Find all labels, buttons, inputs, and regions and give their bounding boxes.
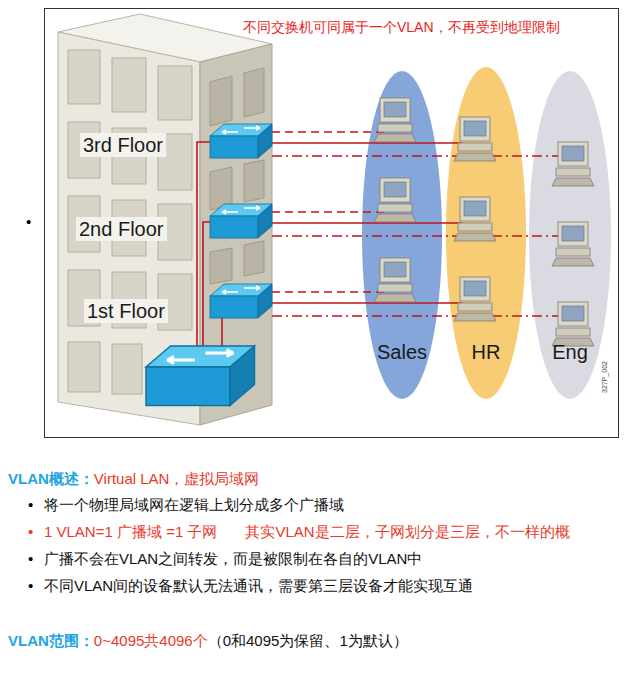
window: [244, 68, 264, 117]
switch-icon: [210, 284, 272, 318]
list-item: 广播不会在VLAN之间转发，而是被限制在各自的VLAN中: [44, 550, 422, 568]
list-item: 将一个物理局域网在逻辑上划分成多个广播域: [44, 496, 344, 514]
floor-label: 2nd Floor: [76, 217, 167, 241]
computer-icon: [552, 302, 594, 346]
hr-link: [272, 302, 462, 304]
group-name: Eng: [552, 340, 588, 364]
bullet: •: [26, 213, 31, 231]
computer-icon: [454, 117, 496, 161]
figure-code: 327P_002: [601, 361, 609, 393]
eng-link: [272, 315, 560, 317]
group-name: HR: [472, 340, 501, 364]
bullet: •: [28, 577, 33, 595]
window: [244, 160, 264, 202]
computer-icon: [552, 142, 594, 186]
building-windows: [68, 50, 192, 394]
bullet: •: [28, 523, 33, 541]
window: [68, 342, 100, 392]
window: [158, 66, 192, 120]
computer-icon: [454, 277, 496, 321]
figure-frame: [45, 9, 619, 438]
group-name: Sales: [377, 340, 427, 364]
section-heading: VLAN范围：: [8, 632, 94, 650]
switch-icon: [210, 204, 272, 238]
window: [210, 248, 232, 284]
eng-link: [272, 235, 560, 237]
eng-link: [272, 155, 560, 157]
computer-icon: [374, 98, 416, 142]
group-ellipse: [362, 71, 442, 399]
annotation-note: 不同交换机可同属于一个VLAN，不再受到地理限制: [243, 19, 560, 36]
window: [210, 76, 232, 126]
trunk-link: [203, 222, 210, 362]
core-switch-icon: [146, 346, 255, 406]
switch-icon: [210, 124, 272, 158]
computer-icon: [374, 178, 416, 222]
heading-text: Virtual LAN，虚拟局域网: [94, 470, 260, 488]
hr-link: [272, 222, 462, 224]
range-note: （0和4095为保留、1为默认）: [208, 632, 408, 650]
window: [244, 241, 264, 276]
vlan-links: [197, 132, 560, 362]
window: [210, 167, 232, 210]
window: [112, 58, 146, 112]
hr-link: [272, 142, 462, 144]
window: [68, 50, 100, 104]
trunk-link: [197, 142, 210, 362]
side-windows: [210, 68, 264, 284]
list-item: 不同VLAN间的设备默认无法通讯，需要第三层设备才能实现互通: [44, 577, 473, 595]
sales-link: [272, 291, 385, 293]
sales-link: [272, 131, 385, 133]
computer-icon: [454, 197, 496, 241]
bullet: •: [28, 550, 33, 568]
bullet: •: [28, 496, 33, 514]
group-ellipse: [446, 67, 526, 399]
side-note: 其实VLAN是二层，子网划分是三层，不一样的概: [245, 523, 569, 541]
range-value: 0~4095共4096个: [94, 632, 208, 650]
list-item: 1 VLAN=1 广播域 =1 子网: [44, 523, 217, 541]
floor-label: 1st Floor: [84, 299, 168, 323]
sales-link: [272, 211, 385, 213]
computer-icon: [374, 258, 416, 302]
computer-icon: [552, 222, 594, 266]
floor-label: 3rd Floor: [80, 133, 166, 157]
window: [112, 344, 142, 394]
group-ellipse: [529, 71, 611, 399]
section-heading: VLAN概述：: [8, 470, 94, 488]
